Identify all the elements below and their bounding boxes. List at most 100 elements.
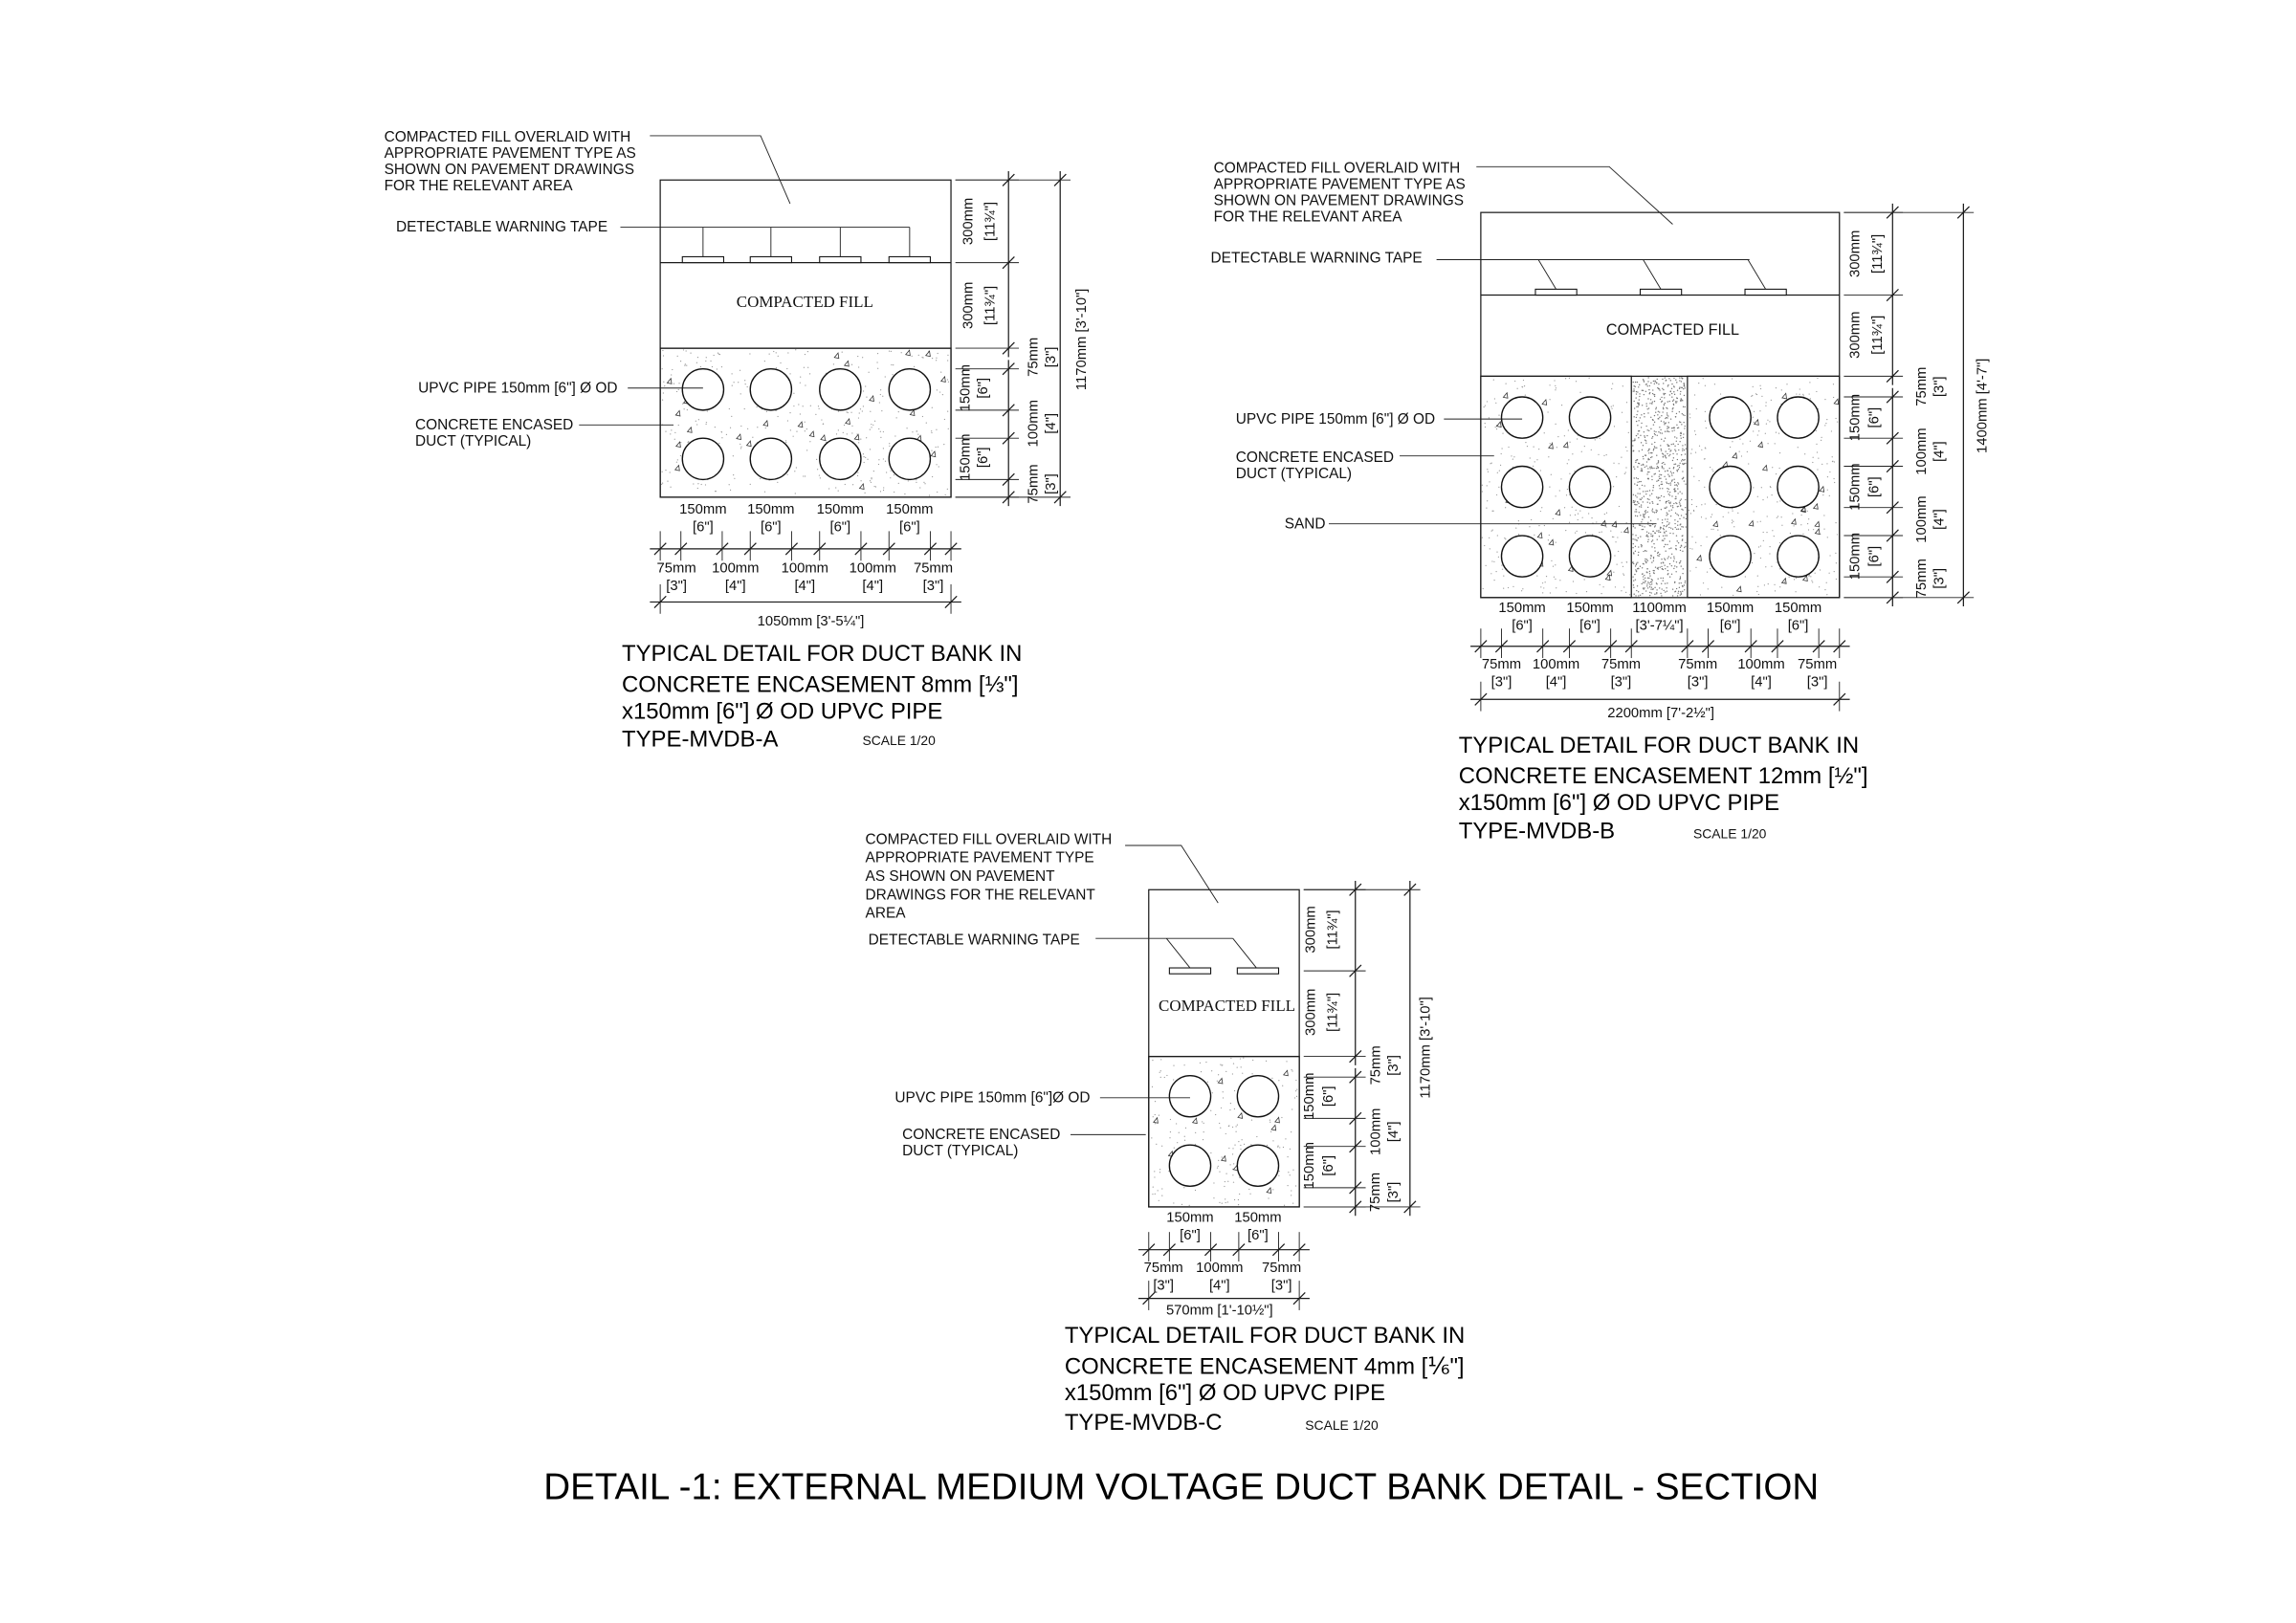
concrete-aggregate-dot bbox=[808, 373, 811, 375]
spacing-dim: 100mm bbox=[1533, 657, 1579, 672]
sand-grain bbox=[1640, 504, 1643, 506]
concrete-encasement bbox=[1687, 375, 1841, 599]
concrete-aggregate-dot bbox=[1779, 500, 1781, 502]
concrete-aggregate-dot bbox=[947, 410, 949, 412]
sand-grain bbox=[1652, 448, 1655, 450]
upvc-pipe bbox=[819, 367, 862, 411]
sand-grain bbox=[1643, 563, 1645, 565]
concrete-aggregate-dot bbox=[679, 361, 682, 362]
concrete-aggregate-dot bbox=[877, 463, 880, 466]
concrete-aggregate-dot bbox=[1228, 1147, 1230, 1150]
concrete-aggregate-dot bbox=[1541, 507, 1543, 509]
sand-grain bbox=[1665, 379, 1667, 382]
concrete-aggregate-dot bbox=[661, 368, 663, 370]
concrete-aggregate-dot bbox=[1797, 447, 1799, 449]
caption-line: x150mm [6"] Ø OD UPVC PIPE bbox=[1459, 790, 1779, 816]
concrete-aggregate-dot bbox=[904, 493, 906, 495]
concrete-aggregate-mark bbox=[1623, 526, 1629, 534]
pipe-width-dim: 150mm bbox=[679, 502, 726, 517]
concrete-aggregate-dot bbox=[1765, 423, 1768, 425]
concrete-aggregate-dot bbox=[1272, 1189, 1274, 1191]
sand-grain bbox=[1667, 427, 1670, 428]
duct-label-line: DUCT (TYPICAL) bbox=[1236, 466, 1352, 482]
vertical-dimension-text: [4"] bbox=[1044, 413, 1059, 434]
concrete-aggregate-dot bbox=[1710, 567, 1711, 570]
dimension-tick bbox=[1536, 640, 1550, 653]
upvc-pipe bbox=[1709, 396, 1752, 439]
concrete-aggregate-dot bbox=[860, 480, 862, 482]
sand-grain bbox=[1645, 590, 1647, 592]
concrete-aggregate-dot bbox=[1251, 1073, 1253, 1075]
concrete-aggregate-dot bbox=[1749, 440, 1752, 442]
vertical-dimension-text: [4"] bbox=[1386, 1121, 1402, 1142]
concrete-aggregate-dot bbox=[1808, 393, 1810, 395]
pipe-width-dim: 150mm bbox=[747, 502, 794, 517]
sand-grain bbox=[1674, 497, 1676, 500]
sand-grain bbox=[1668, 562, 1671, 565]
spacing-dim-inch: [3"] bbox=[1271, 1278, 1292, 1293]
sand-grain bbox=[1646, 506, 1649, 509]
concrete-aggregate-dot bbox=[931, 357, 934, 360]
pipe-width-dim-inch: [6"] bbox=[761, 519, 782, 535]
concrete-aggregate-dot bbox=[1486, 507, 1488, 509]
sand-grain bbox=[1644, 587, 1645, 589]
sand-grain bbox=[1641, 469, 1643, 471]
sand-grain bbox=[1635, 563, 1638, 566]
sand-grain bbox=[1664, 430, 1667, 432]
concrete-aggregate-dot bbox=[1755, 393, 1758, 396]
sand-grain bbox=[1671, 528, 1674, 530]
concrete-aggregate-dot bbox=[869, 480, 872, 482]
concrete-aggregate-dot bbox=[856, 433, 858, 435]
dimension-tick bbox=[1886, 390, 1899, 404]
concrete-aggregate-dot bbox=[777, 415, 779, 418]
sand-grain bbox=[1661, 539, 1664, 541]
concrete-aggregate-dot bbox=[1271, 1077, 1273, 1080]
sand-grain bbox=[1633, 477, 1635, 479]
concrete-aggregate-mark bbox=[925, 350, 931, 358]
sand-grain bbox=[1646, 501, 1648, 503]
sand-grain bbox=[1672, 560, 1675, 562]
sand-grain bbox=[1672, 507, 1674, 509]
sand-grain bbox=[1649, 468, 1651, 470]
spacing-dim: 75mm bbox=[1601, 657, 1641, 672]
concrete-aggregate-dot bbox=[1233, 1108, 1236, 1110]
concrete-aggregate-dot bbox=[1227, 1125, 1230, 1128]
sand-grain bbox=[1682, 378, 1684, 380]
sand-grain bbox=[1670, 547, 1672, 549]
sand-grain bbox=[1672, 468, 1675, 470]
sand-grain bbox=[1643, 579, 1645, 581]
sand-grain bbox=[1648, 570, 1651, 573]
sand-grain bbox=[1660, 420, 1663, 422]
concrete-aggregate-dot bbox=[1239, 1058, 1242, 1060]
concrete-aggregate-dot bbox=[706, 410, 708, 412]
sand-grain bbox=[1668, 378, 1670, 380]
concrete-aggregate-dot bbox=[1759, 445, 1762, 447]
concrete-aggregate-dot bbox=[746, 428, 749, 429]
sand-grain bbox=[1633, 385, 1635, 387]
concrete-aggregate-mark bbox=[1274, 1116, 1280, 1124]
concrete-aggregate-dot bbox=[882, 458, 885, 460]
concrete-aggregate-mark bbox=[1495, 421, 1502, 428]
sand-grain bbox=[1659, 531, 1662, 534]
sand-grain bbox=[1664, 507, 1666, 509]
concrete-aggregate-dot bbox=[1547, 539, 1550, 541]
concrete-aggregate-dot bbox=[894, 435, 896, 437]
sand-grain bbox=[1668, 548, 1670, 550]
concrete-aggregate-dot bbox=[1169, 1118, 1172, 1121]
sand-grain bbox=[1663, 562, 1665, 564]
sand-grain bbox=[1670, 443, 1672, 446]
concrete-aggregate-dot bbox=[1496, 535, 1498, 537]
sand-grain bbox=[1665, 550, 1667, 552]
sand-grain bbox=[1651, 401, 1653, 403]
sand-grain bbox=[1642, 587, 1645, 589]
concrete-aggregate-dot bbox=[1625, 561, 1627, 563]
sand-grain bbox=[1641, 582, 1643, 585]
sand-grain bbox=[1635, 595, 1637, 597]
sand-grain bbox=[1683, 480, 1686, 482]
concrete-aggregate-dot bbox=[704, 484, 707, 486]
sand-grain bbox=[1676, 397, 1678, 399]
concrete-aggregate-dot bbox=[696, 424, 698, 426]
sand-grain bbox=[1679, 503, 1681, 505]
sand-grain bbox=[1636, 504, 1638, 506]
pipe-width-dim: 150mm bbox=[886, 502, 933, 517]
